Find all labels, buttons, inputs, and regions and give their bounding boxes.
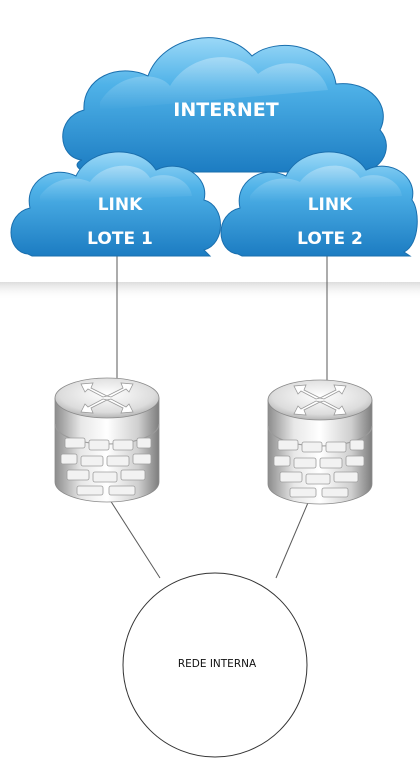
link2-label-line2: LOTE 2	[297, 229, 363, 249]
link1-label-line2: LOTE 1	[87, 229, 153, 249]
internet-label: INTERNET	[173, 99, 278, 121]
internal-network-label: REDE INTERNA	[178, 658, 257, 670]
link2-cloud-icon: LINK LOTE 2	[220, 151, 418, 257]
router1-lan-line	[109, 499, 161, 579]
floor-shadow	[0, 282, 420, 300]
link1-label-line1: LINK	[98, 195, 143, 215]
internal-network: REDE INTERNA	[122, 572, 308, 758]
internet-cloud-icon: INTERNET	[62, 37, 387, 173]
router-2-icon	[267, 379, 373, 505]
internal-network-circle	[122, 572, 308, 758]
link1-cloud-icon: LINK LOTE 1	[10, 151, 221, 257]
connections	[109, 250, 328, 579]
link2-label-line1: LINK	[308, 195, 353, 215]
router2-lan-line	[275, 497, 311, 579]
router-1-icon	[54, 377, 160, 503]
